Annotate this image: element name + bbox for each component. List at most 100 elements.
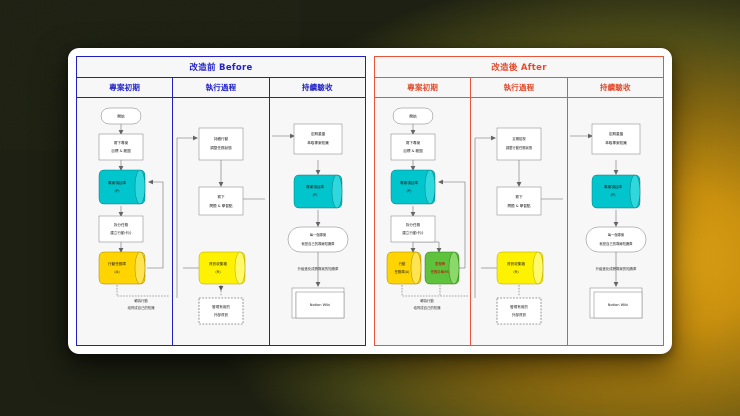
node-after-review-knowledge: 定期重盤 萃取專案知識 [591,123,640,155]
lane-title-after-early: 專案初期 [375,78,471,98]
panel-title-before: 改造前 Before [77,57,365,78]
node-after-start: 開始 [392,107,434,125]
svg-text:開始: 開始 [117,113,125,118]
lanes-after: 專案初期 [375,78,663,345]
lane-before-verify: 持續驗收 定期重盤 萃取專案知識 [269,78,365,345]
svg-text:發現有用的: 發現有用的 [510,304,528,309]
panel-after: 改造後 After 專案初期 [374,56,664,346]
svg-text:專案項目庫: 專案項目庫 [306,184,324,189]
svg-text:就是自己的專屬知識庫: 就是自己的專屬知識庫 [599,241,633,246]
svg-text:每一個專案: 每一個專案 [309,232,326,237]
svg-text:目標 & 範圍: 目標 & 範圍 [111,148,131,153]
lane-title-before-exec: 執行過程 [173,78,269,98]
svg-text:資訊收集箱: 資訊收集箱 [209,261,227,266]
svg-text:(P): (P) [312,193,318,197]
lane-after-exec: 執行過程 定期檢視 調整行動任務狀態 [471,78,568,345]
svg-text:目標 & 範圍: 目標 & 範圍 [403,148,423,153]
lane-before-exec: 執行過程 [173,78,270,345]
svg-text:培育成自己的知識: 培育成自己的知識 [413,305,441,310]
node-after-notion-wiki: Notion Wiki [589,287,642,319]
svg-text:寫下專案: 寫下專案 [406,140,421,145]
svg-text:轉為行動: 轉為行動 [134,298,148,303]
svg-text:持續行動: 持續行動 [214,136,229,141]
lane-body-after-verify: 定期重盤 萃取專案知識 專案項目庫 (P) 每一個專案 就是自己的 [568,98,663,345]
svg-text:寫下專案: 寫下專案 [114,140,129,145]
svg-text:拆分任務: 拆分任務 [114,222,129,227]
node-after-external-info: 發現有用的 外部資訊 [497,297,542,325]
node-before-outcome: 每一個專案 就是自己的專屬知識庫 [287,226,348,253]
svg-text:(R): (R) [216,270,222,274]
svg-text:建立行動卡片: 建立行動卡片 [110,230,132,235]
node-after-write-notes: 寫下 問題 & 學習點 [497,186,542,216]
lane-before-early: 專案初期 [77,78,174,345]
svg-text:寫下: 寫下 [218,194,226,199]
svg-text:調整行動任務狀態: 調整行動任務狀態 [506,145,533,150]
annotation-before-action: 轉為行動 培育成自己的知識 [127,298,155,310]
node-before-action-db: 行動任務庫 (A) [98,251,146,285]
svg-text:(R): (R) [514,270,520,274]
node-before-start: 開始 [100,107,142,125]
svg-text:調整任務狀態: 調整任務狀態 [211,145,233,150]
svg-text:專案項目庫: 專案項目庫 [400,180,418,185]
node-before-external-info: 發現有用的 外部資訊 [199,297,244,325]
lane-title-after-verify: 持續驗收 [567,78,663,98]
lane-body-after-early: 開始 寫下專案 目標 & 範圍 專案項目庫 (P) [375,98,470,345]
node-before-update-status: 持續行動 調整任務狀態 [199,127,244,161]
node-after-set-goal: 寫下專案 目標 & 範圍 [390,133,436,161]
node-after-outcome: 每一個專案 就是自己的專屬知識庫 [585,226,646,253]
svg-text:寫下: 寫下 [516,194,524,199]
svg-text:(A): (A) [114,270,120,274]
svg-text:行動: 行動 [399,261,406,266]
svg-text:里程碑: 里程碑 [435,261,446,266]
annotation-after-action: 轉為行動 培育成自己的知識 [413,298,441,310]
node-after-milestone-db: 里程碑 任務清單(M) [424,251,460,285]
svg-text:問題 & 學習點: 問題 & 學習點 [508,203,531,208]
svg-text:Notion Wiki: Notion Wiki [607,303,627,307]
svg-text:(P): (P) [115,189,121,193]
node-before-info-db: 資訊收集箱 (R) [199,251,246,285]
lane-body-before-early: 開始 寫下專案 目標 & 範圍 專案項目庫 [77,98,172,345]
svg-text:(P): (P) [407,189,413,193]
node-before-archive-db: 專案項目庫 (P) [293,174,342,209]
svg-text:行動任務庫: 行動任務庫 [108,261,126,266]
svg-text:定期重盤: 定期重盤 [608,131,623,136]
lane-body-before-exec: 持續行動 調整任務狀態 寫下 問題 & 學習點 資訊收集箱 (R) [173,98,268,345]
svg-text:發現有用的: 發現有用的 [212,304,230,309]
svg-text:升級進化成跨專案的知識庫: 升級進化成跨專案的知識庫 [297,266,338,271]
svg-text:任務庫(A): 任務庫(A) [395,269,410,274]
lane-title-before-early: 專案初期 [77,78,173,98]
node-after-info-db: 資訊收集箱 (R) [497,251,544,285]
node-before-project-db: 專案項目庫 (P) [98,169,146,205]
svg-text:萃取專案知識: 萃取專案知識 [605,140,627,145]
node-before-write-notes: 寫下 問題 & 學習點 [199,186,244,216]
svg-text:定期檢視: 定期檢視 [513,136,527,141]
diagram-card: 改造前 Before 專案初期 [68,48,672,354]
svg-text:就是自己的專屬知識庫: 就是自己的專屬知識庫 [301,241,335,246]
node-before-review-knowledge: 定期重盤 萃取專案知識 [293,123,342,155]
lane-after-verify: 持續驗收 定期重盤 萃取專案知識 [567,78,663,345]
node-after-update-status: 定期檢視 調整行動任務狀態 [497,127,542,161]
svg-text:升級進化成跨專案的知識庫: 升級進化成跨專案的知識庫 [595,266,636,271]
svg-text:資訊收集箱: 資訊收集箱 [507,261,525,266]
node-after-project-db: 專案項目庫 (P) [390,169,436,205]
svg-text:建立行動卡片: 建立行動卡片 [402,230,424,235]
panel-before: 改造前 Before 專案初期 [76,56,366,346]
svg-text:開始: 開始 [409,113,417,118]
panel-title-after: 改造後 After [375,57,663,78]
svg-text:外部資訊: 外部資訊 [214,312,229,317]
svg-text:定期重盤: 定期重盤 [310,131,325,136]
lane-after-early: 專案初期 [375,78,472,345]
annotation-before-upgrade: 升級進化成跨專案的知識庫 [297,266,338,271]
svg-text:轉為行動: 轉為行動 [420,298,434,303]
svg-text:培育成自己的知識: 培育成自己的知識 [127,305,155,310]
lane-body-before-verify: 定期重盤 萃取專案知識 專案項目庫 (P) 每一個專案 就是自己的 [270,98,365,345]
lane-title-before-verify: 持續驗收 [269,78,365,98]
lane-body-after-exec: 定期檢視 調整行動任務狀態 寫下 問題 & 學習點 資訊收集箱 ( [471,98,566,345]
lane-title-after-exec: 執行過程 [471,78,567,98]
node-before-set-goal: 寫下專案 目標 & 範圍 [98,133,144,161]
svg-text:外部資訊: 外部資訊 [512,312,527,317]
svg-text:拆分任務: 拆分任務 [406,222,421,227]
svg-text:專案項目庫: 專案項目庫 [604,184,622,189]
lanes-before: 專案初期 [77,78,365,345]
svg-text:(P): (P) [610,193,616,197]
